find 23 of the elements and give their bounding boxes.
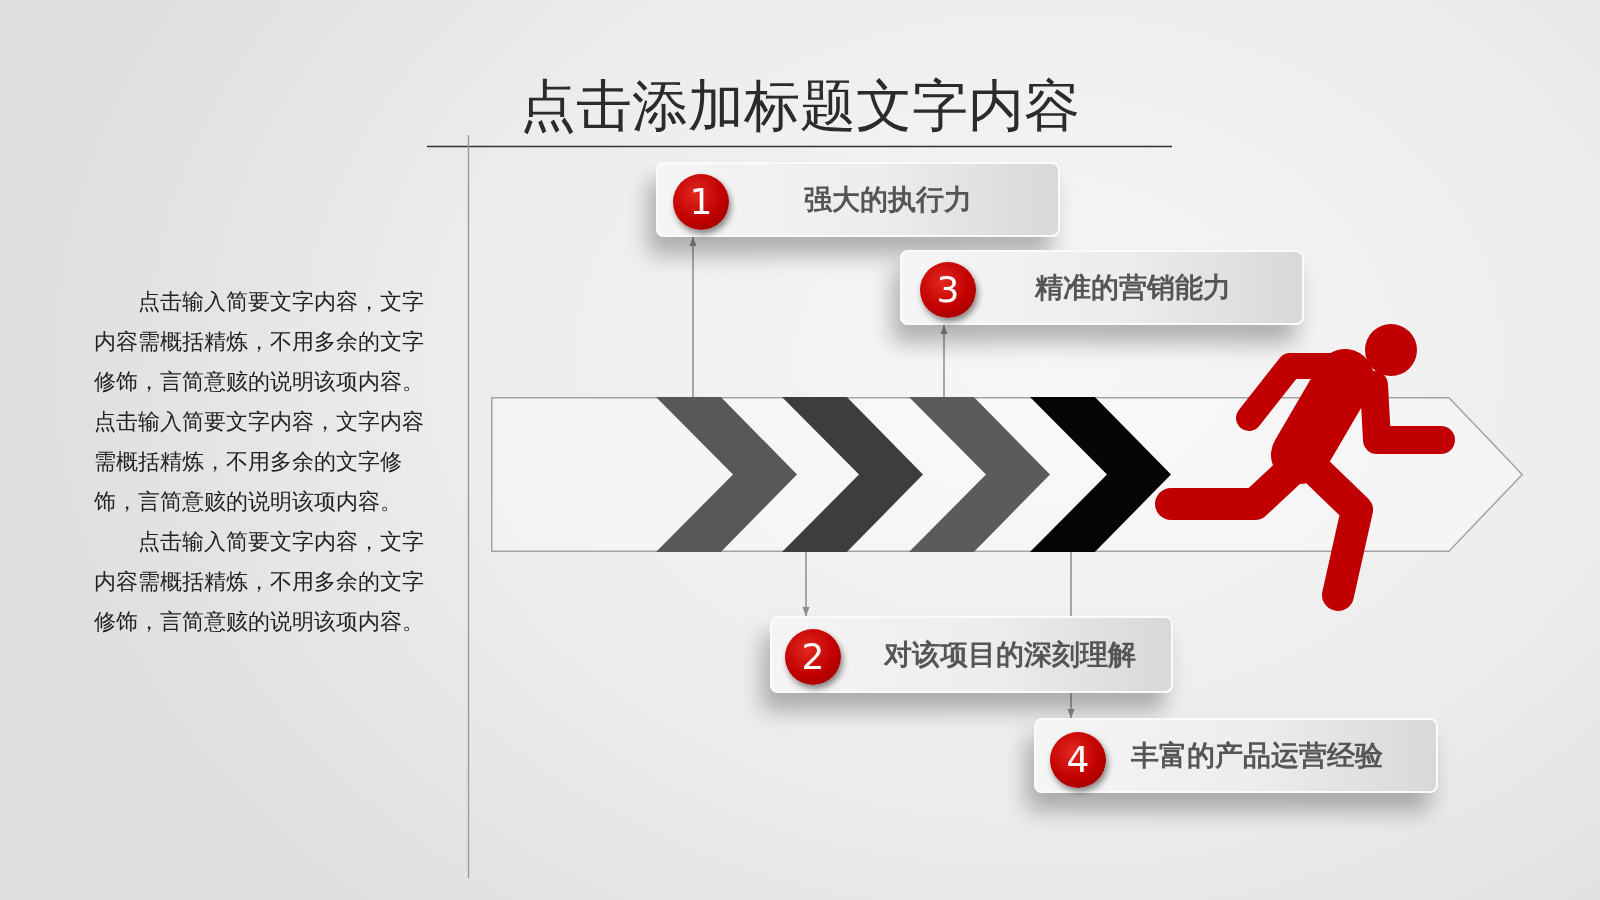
connector-arrow [802,551,810,617]
step-box [1034,718,1438,793]
paragraph-text: 点击输入简要文字内容，文字内容需概括精炼，不用多余的文字修饰，言简意赅的说明该项内容。点击输入简要文字内容，文字内容需概括精炼，不用多余的文字修饰，言简意赅的说明该项内容。 [94,288,425,516]
number-badge: 3 [920,262,976,318]
step-label: 精准的营销能力 [1035,270,1231,305]
chevron-shape [656,397,797,552]
chevron-shape [1030,397,1171,552]
chevron-shape [909,397,1050,552]
step-label: 丰富的产品运营经验 [1131,738,1383,773]
chevron-shape [782,397,923,552]
number-badge: 1 [673,174,729,230]
connector-arrow [689,236,697,398]
slide-title: 点击添加标题文字内容 [520,74,1080,138]
step-label: 对该项目的深刻理解 [884,637,1136,672]
paragraph-text: 点击输入简要文字内容，文字内容需概括精炼，不用多余的文字修饰，言简意赅的说明该项内容。 [94,528,425,636]
arrow-banner [491,397,1523,552]
step-box [656,162,1060,237]
step-box [770,616,1173,693]
step-box [900,250,1304,325]
number-badge: 4 [1050,732,1106,788]
number-badge: 2 [785,629,841,685]
connector-arrow [940,324,948,398]
step-label: 强大的执行力 [804,182,972,217]
